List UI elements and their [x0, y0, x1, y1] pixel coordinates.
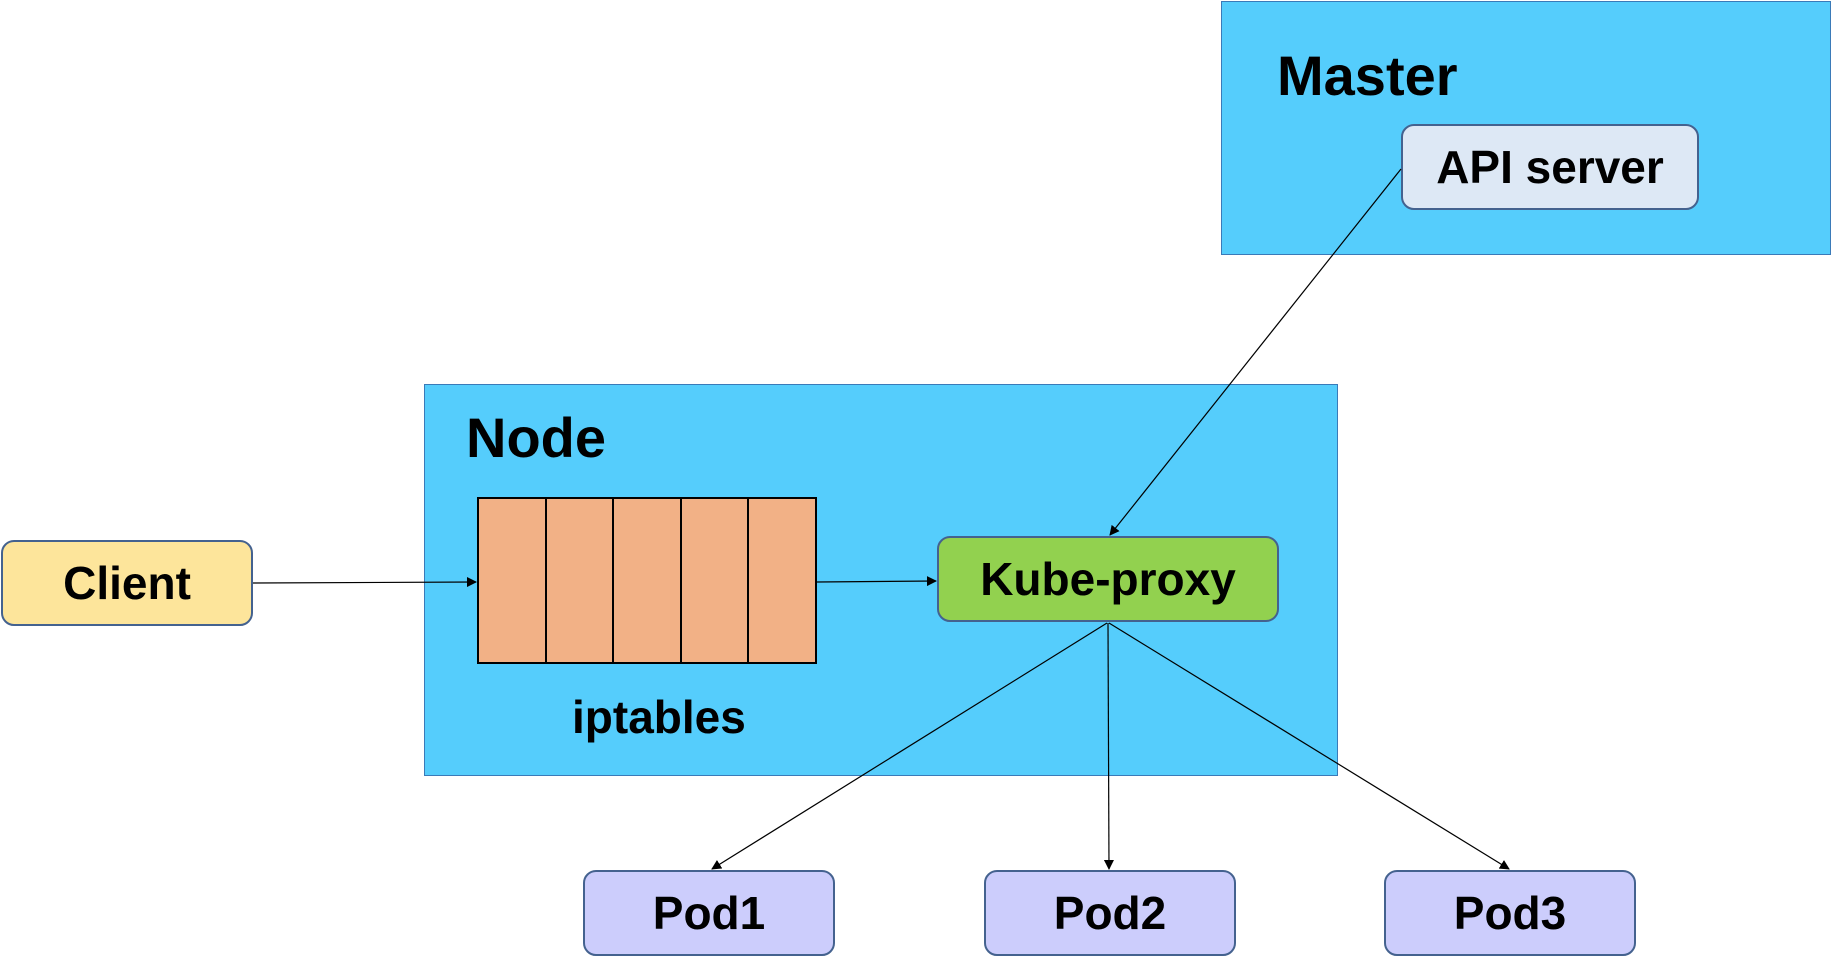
iptables-table [477, 497, 817, 664]
iptables-cell [544, 499, 613, 662]
pod1-box: Pod1 [583, 870, 835, 956]
client-box: Client [1, 540, 253, 626]
iptables-cell [479, 499, 545, 662]
iptables-cell [679, 499, 748, 662]
iptables-cell [612, 499, 680, 662]
node-title: Node [466, 406, 606, 469]
iptables-label: iptables [572, 691, 746, 743]
pod3-box: Pod3 [1384, 870, 1636, 956]
kube-proxy-box: Kube-proxy [937, 536, 1279, 622]
api-server-box: API server [1401, 124, 1699, 210]
pod2-box: Pod2 [984, 870, 1236, 956]
iptables-cell [747, 499, 815, 662]
master-title: Master [1277, 44, 1458, 107]
